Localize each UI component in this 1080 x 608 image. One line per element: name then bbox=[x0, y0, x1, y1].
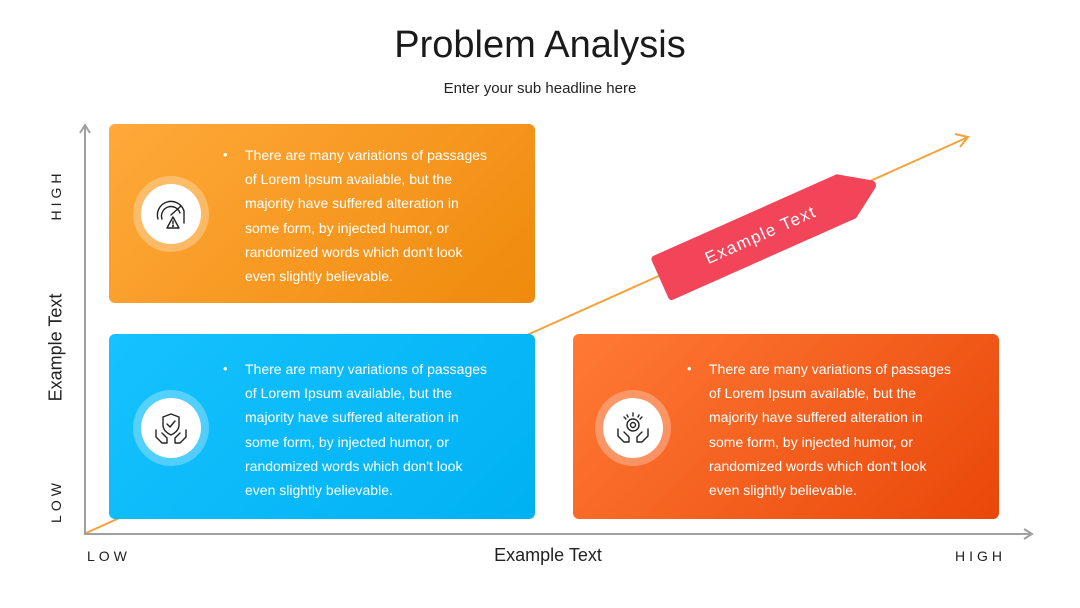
card-text: There are many variations of passages of… bbox=[687, 357, 959, 502]
icon-circle bbox=[603, 398, 663, 458]
idea-hands-icon bbox=[617, 412, 649, 443]
card-bullet: There are many variations of passages of… bbox=[687, 357, 959, 502]
card-low-impact: There are many variations of passages of… bbox=[109, 334, 535, 519]
card-high-high: There are many variations of passages of… bbox=[573, 334, 999, 519]
card-bullet: There are many variations of passages of… bbox=[223, 357, 495, 502]
card-text: There are many variations of passages of… bbox=[223, 357, 495, 502]
card-text: There are many variations of passages of… bbox=[223, 143, 495, 288]
icon-circle bbox=[141, 398, 201, 458]
speedometer-warning-icon bbox=[156, 200, 185, 229]
card-high-impact: There are many variations of passages of… bbox=[109, 124, 535, 303]
x-low-label: LOW bbox=[87, 548, 131, 564]
x-axis-title: Example Text bbox=[494, 545, 602, 565]
x-axis-arrowhead bbox=[1023, 528, 1034, 540]
y-axis-arrowhead bbox=[79, 123, 91, 134]
icon-ring bbox=[133, 176, 209, 252]
card-bullet: There are many variations of passages of… bbox=[223, 143, 495, 288]
icon-ring bbox=[595, 390, 671, 466]
x-high-label: HIGH bbox=[955, 548, 1006, 564]
trend-arrowhead bbox=[954, 133, 970, 148]
page-title: Problem Analysis bbox=[394, 24, 686, 66]
page-subtitle: Enter your sub headline here bbox=[443, 80, 637, 97]
icon-circle bbox=[141, 184, 201, 244]
icon-ring bbox=[133, 390, 209, 466]
shield-hands-icon bbox=[155, 413, 187, 444]
arrow-tag-shape bbox=[651, 174, 876, 300]
